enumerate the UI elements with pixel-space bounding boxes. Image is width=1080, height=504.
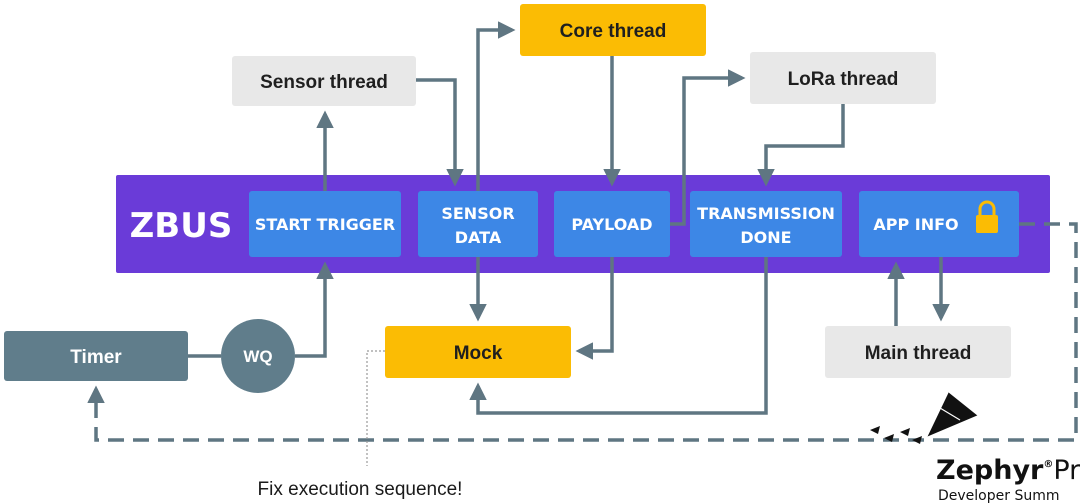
svg-text:APP INFO: APP INFO xyxy=(873,215,958,234)
svg-text:Core thread: Core thread xyxy=(560,21,667,42)
svg-text:SENSOR: SENSOR xyxy=(441,204,514,223)
svg-text:Main thread: Main thread xyxy=(865,343,972,364)
svg-text:TRANSMISSION: TRANSMISSION xyxy=(697,204,835,223)
lock-icon xyxy=(976,200,998,233)
arrow-app-info-dashed-to-timer xyxy=(87,222,1078,442)
core-thread-box[interactable]: Core thread xyxy=(520,4,706,56)
arrow-sensor-thread-to-sensor-data xyxy=(416,78,464,187)
sensor-thread-box[interactable]: Sensor thread xyxy=(232,56,416,106)
main-thread-box[interactable]: Main thread xyxy=(825,326,1011,378)
arrow-payload-to-mock xyxy=(575,257,614,360)
note-text: Fix execution sequence! xyxy=(258,479,463,500)
channel-start-trigger[interactable]: START TRIGGER xyxy=(249,191,401,257)
arrow-wq-to-start-trigger xyxy=(295,261,334,358)
brand-tagline: Developer Summ xyxy=(938,488,1060,504)
svg-text:DONE: DONE xyxy=(740,228,791,247)
svg-text:START TRIGGER: START TRIGGER xyxy=(255,215,395,234)
svg-text:PAYLOAD: PAYLOAD xyxy=(571,215,652,234)
connector-arrows xyxy=(87,21,1078,442)
svg-text:Timer: Timer xyxy=(70,347,122,368)
channel-sensor-data[interactable]: SENSOR DATA xyxy=(418,191,538,257)
lora-thread-box[interactable]: LoRa thread xyxy=(750,52,936,104)
svg-text:WQ: WQ xyxy=(243,347,272,366)
svg-text:DATA: DATA xyxy=(455,228,502,247)
arrow-payload-to-lora-thread xyxy=(670,69,746,226)
workqueue-node[interactable]: WQ xyxy=(221,319,295,393)
timer-box[interactable]: Timer xyxy=(4,331,188,381)
arrow-sensor-data-to-core-thread xyxy=(476,21,516,191)
channel-transmission-done[interactable]: TRANSMISSION DONE xyxy=(690,191,842,257)
channel-payload[interactable]: PAYLOAD xyxy=(554,191,670,257)
svg-text:Sensor thread: Sensor thread xyxy=(260,72,388,93)
zephyr-kite-logo-icon xyxy=(870,391,979,444)
brand-name: Zephyr®Pr xyxy=(936,455,1080,486)
arrow-lora-thread-to-transmission-done xyxy=(757,104,845,187)
mock-box[interactable]: Mock xyxy=(385,326,571,378)
svg-text:LoRa thread: LoRa thread xyxy=(788,69,899,90)
svg-text:Mock: Mock xyxy=(454,343,503,364)
note-connector xyxy=(366,350,385,466)
zbus-label: ZBUS xyxy=(130,206,233,246)
arrow-transmission-done-to-mock xyxy=(469,257,768,415)
